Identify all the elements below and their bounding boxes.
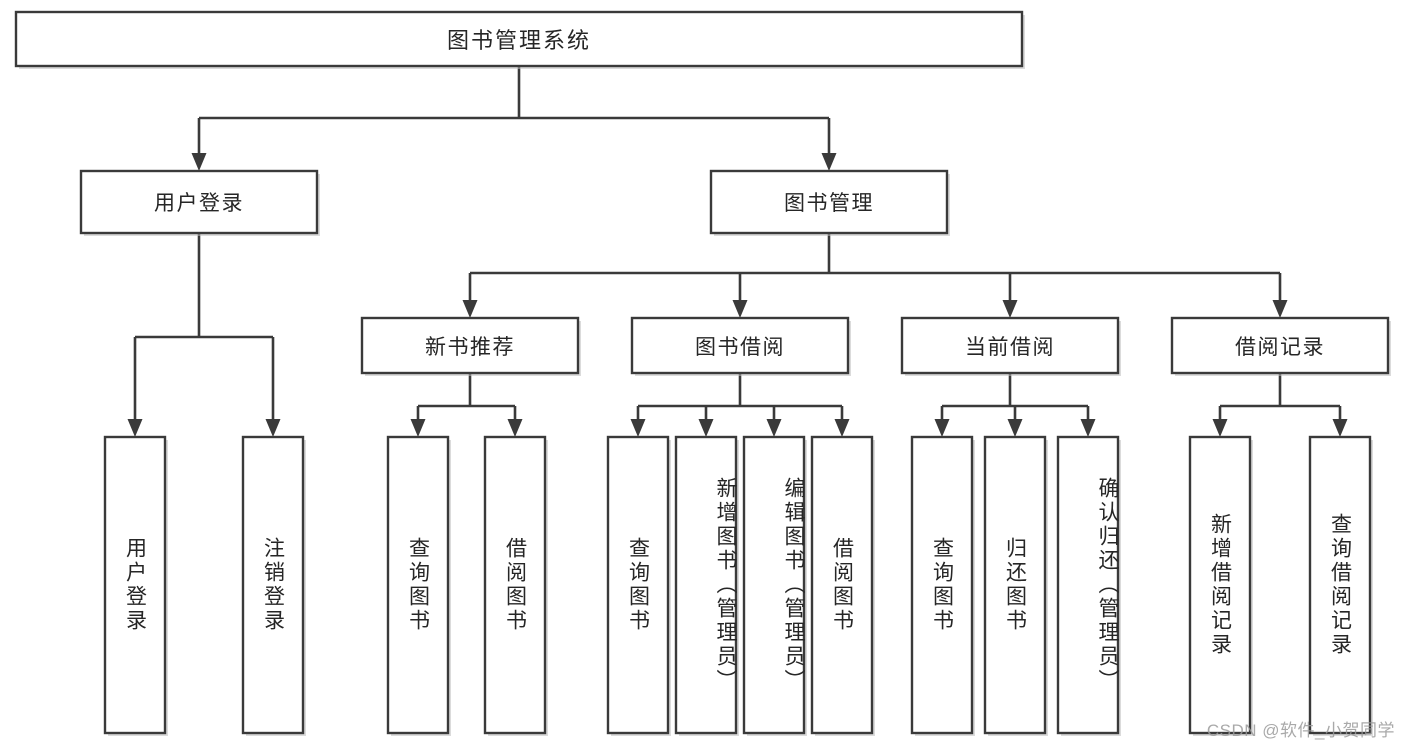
leaf-leaf-borrow-book-rec — [483, 435, 547, 735]
root-to-user-login-arrowhead — [191, 153, 207, 171]
node-new-book-rec — [360, 316, 580, 375]
book-manage-to-book-borrow-arrowhead — [732, 300, 748, 318]
root-box — [14, 10, 1024, 68]
node-current-borrow — [900, 316, 1120, 375]
leaf-leaf-add-record — [1188, 435, 1252, 735]
leaf-leaf-user-login — [103, 435, 167, 735]
box-layer — [14, 10, 1391, 736]
node-borrow-record — [1170, 316, 1390, 375]
new-book-rec-to-leaf-query-book-rec-arrowhead — [410, 419, 426, 437]
user-login-to-leaf-logout-arrowhead — [265, 419, 281, 437]
user-login-to-leaf-user-login-arrowhead — [127, 419, 143, 437]
leaf-leaf-query-book-rec — [386, 435, 450, 735]
new-book-rec-to-leaf-borrow-book-rec-arrowhead — [507, 419, 523, 437]
current-borrow-to-leaf-confirm-return-arrowhead — [1080, 419, 1096, 437]
book-manage-to-new-book-rec-arrowhead — [462, 300, 478, 318]
borrow-record-to-leaf-query-record-arrowhead — [1332, 419, 1348, 437]
leaf-leaf-query-book-cur — [910, 435, 974, 735]
root-to-book-manage-arrowhead — [821, 153, 837, 171]
leaf-leaf-return-book — [983, 435, 1047, 735]
node-user-login — [79, 169, 319, 235]
borrow-record-to-leaf-add-record-arrowhead — [1212, 419, 1228, 437]
watermark-text: CSDN @软件_小贺同学 — [1206, 721, 1395, 740]
current-borrow-to-leaf-query-book-cur-arrowhead — [934, 419, 950, 437]
leaf-leaf-borrow-book — [810, 435, 874, 735]
leaf-leaf-query-record — [1308, 435, 1372, 735]
book-borrow-to-leaf-borrow-book-arrowhead — [834, 419, 850, 437]
leaf-leaf-query-book — [606, 435, 670, 735]
leaf-leaf-add-book — [674, 435, 738, 735]
book-manage-to-borrow-record-arrowhead — [1272, 300, 1288, 318]
book-borrow-to-leaf-edit-book-arrowhead — [766, 419, 782, 437]
book-borrow-to-leaf-add-book-arrowhead — [698, 419, 714, 437]
book-manage-to-current-borrow-arrowhead — [1002, 300, 1018, 318]
leaf-leaf-edit-book — [742, 435, 806, 735]
leaf-leaf-confirm-return — [1056, 435, 1120, 735]
connector-layer — [127, 66, 1348, 437]
node-book-borrow — [630, 316, 850, 375]
leaf-leaf-logout — [241, 435, 305, 735]
current-borrow-to-leaf-return-book-arrowhead — [1007, 419, 1023, 437]
node-book-manage — [709, 169, 949, 235]
book-borrow-to-leaf-query-book-arrowhead — [630, 419, 646, 437]
